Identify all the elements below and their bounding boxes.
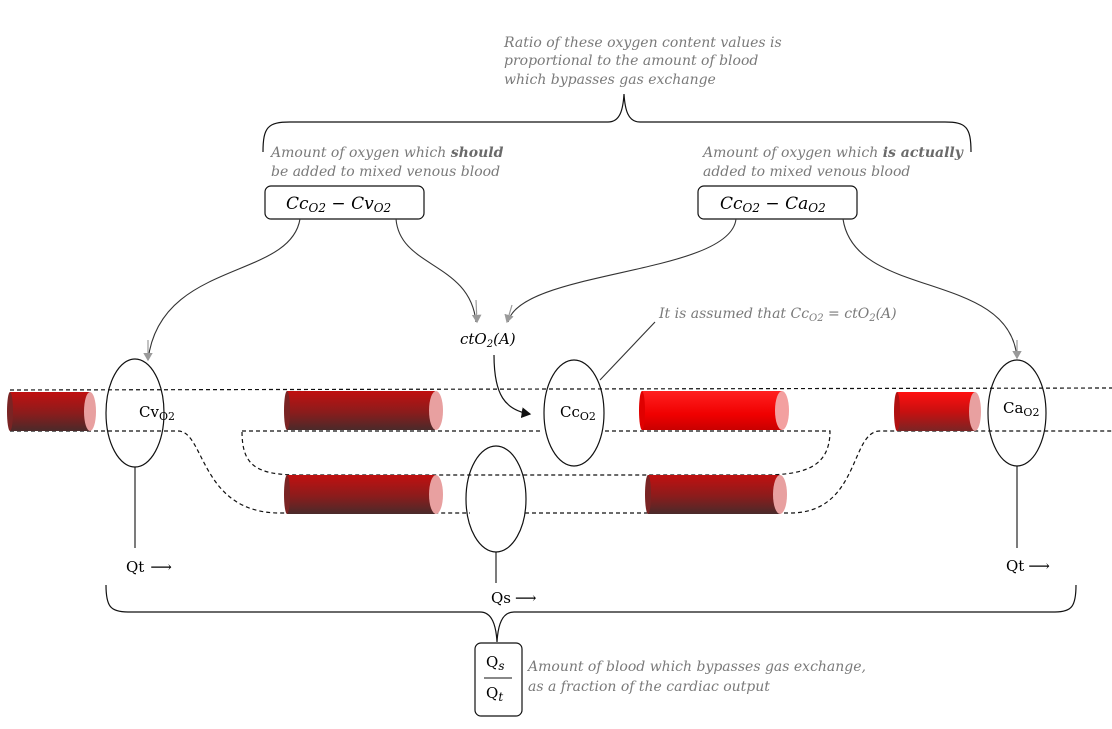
vessel-bottom-right xyxy=(525,430,1112,514)
arrow-box-to-ctO2 xyxy=(395,218,477,323)
formula-box-should: CcO2 − CvO2 xyxy=(264,185,425,220)
ca-label: CaO2 xyxy=(1003,399,1039,419)
qt-right-label: Qt⟶ xyxy=(1006,557,1050,575)
ctO2-label: ctO2(A) xyxy=(460,330,516,350)
assumption-note: It is assumed that CcO2 = ctO2(A) xyxy=(658,306,897,324)
formula-box-actual: CcO2 − CaO2 xyxy=(697,185,858,220)
arrow-ctO2-to-cc xyxy=(493,354,532,419)
cv-label: CvO2 xyxy=(139,403,175,423)
shunt-fraction-box: Qs Qt xyxy=(474,642,523,717)
ratio-note-line1: Ratio of these oxygen content values is xyxy=(503,35,782,51)
rbc-capillary-top-right xyxy=(639,391,789,430)
arrow-actual-ctO2-head xyxy=(504,304,514,324)
vessel-top-line xyxy=(9,387,1112,391)
qs-label: Qs⟶ xyxy=(491,589,537,607)
capillary-loop xyxy=(241,430,831,476)
rbc-shunt-left xyxy=(284,475,443,514)
qt-left-label: Qt⟶ xyxy=(126,558,172,576)
actual-note-line1: Amount of oxygen which is actually xyxy=(701,145,964,161)
assumption-pointer xyxy=(599,321,656,381)
cc-measure-ellipse xyxy=(543,359,605,467)
arrow-actualbox-to-ctO2 xyxy=(507,218,737,323)
rbc-arterial-right xyxy=(894,392,981,431)
formula-should-text: CcO2 − CvO2 xyxy=(286,194,391,215)
arrow-actualbox-to-ca xyxy=(842,218,1018,359)
bottom-brace xyxy=(105,584,1077,643)
rbc-venous-left xyxy=(7,392,96,431)
ratio-note-line3: which bypasses gas exchange xyxy=(504,72,716,88)
should-note-line2: be added to mixed venous blood xyxy=(271,164,500,180)
fraction-note-line1: Amount of blood which bypasses gas excha… xyxy=(526,659,866,675)
fraction-numerator: Qs xyxy=(486,653,504,673)
ratio-note: Ratio of these oxygen content values is … xyxy=(503,35,782,88)
rbc-capillary-top-left xyxy=(284,391,443,430)
ratio-note-line2: proportional to the amount of blood xyxy=(504,53,758,69)
formula-actual-text: CcO2 − CaO2 xyxy=(720,194,826,215)
fraction-denominator: Qt xyxy=(486,684,503,704)
fraction-note-line2: as a fraction of the cardiac output xyxy=(528,679,770,695)
arrow-box-to-cv xyxy=(147,218,301,361)
cc-label: CcO2 xyxy=(560,403,596,423)
should-note-line1: Amount of oxygen which should xyxy=(269,145,504,161)
arrow-ctO2-head xyxy=(471,299,482,324)
qs-measure-ellipse xyxy=(465,445,527,553)
top-brace xyxy=(262,93,972,153)
rbc-shunt-right xyxy=(645,475,787,514)
actual-note-line2: added to mixed venous blood xyxy=(703,164,910,180)
